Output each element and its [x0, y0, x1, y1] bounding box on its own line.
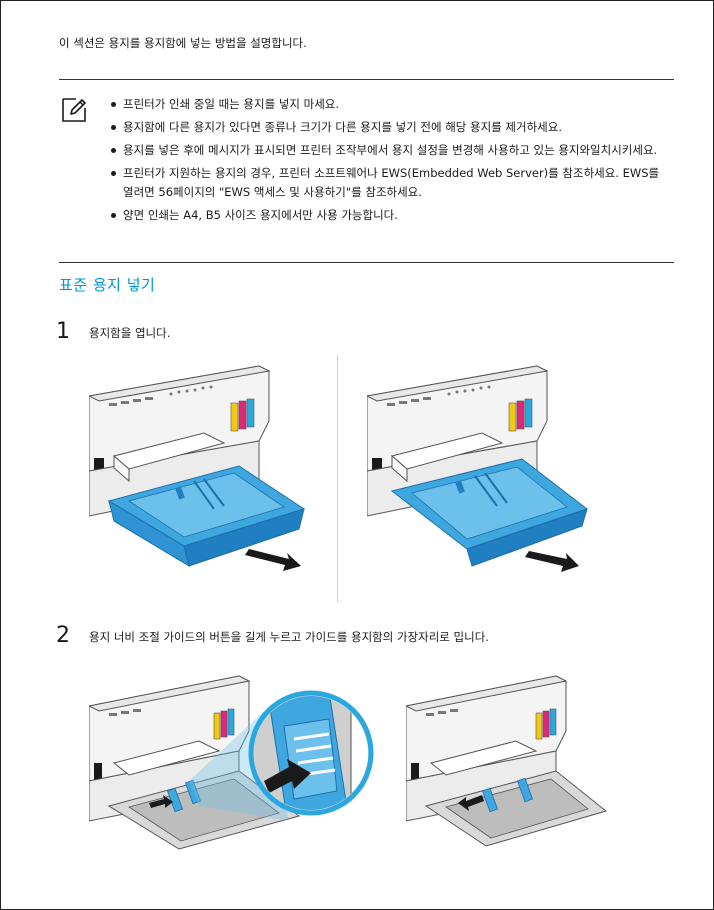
step-1-text: 용지함을 엽니다.: [89, 326, 171, 340]
figure-width-guide-zoom: [89, 675, 374, 850]
step-1-number: 1: [56, 319, 70, 344]
note-top-rule: [59, 79, 674, 80]
intro-text: 이 섹션은 용지를 용지함에 넣는 방법을 설명합니다.: [59, 36, 307, 50]
note-item: 프린터가 지원하는 용지의 경우, 프린터 소프트웨어나 EWS(Embedde…: [111, 164, 671, 202]
figure-width-guide-result: [406, 675, 608, 847]
figure-divider: [337, 355, 338, 602]
note-bottom-rule: [59, 262, 674, 263]
step-2-text: 용지 너비 조절 가이드의 버튼을 길게 누르고 가이드를 용지함의 가장자리로…: [89, 630, 489, 644]
note-list: 프린터가 인쇄 중일 때는 용지를 넣지 마세요. 용지함에 다른 용지가 있다…: [111, 95, 671, 229]
pencil-note-icon: [62, 98, 86, 122]
note-item: 프린터가 인쇄 중일 때는 용지를 넣지 마세요.: [111, 95, 671, 114]
section-title: 표준 용지 넣기: [59, 276, 156, 294]
figure-tray-open-2: [367, 365, 589, 572]
step-2-number: 2: [56, 623, 70, 648]
note-item: 용지함에 다른 용지가 있다면 종류나 크기가 다른 용지를 넣기 전에 해당 …: [111, 118, 671, 137]
note-item: 양면 인쇄는 A4, B5 사이즈 용지에서만 사용 가능합니다.: [111, 206, 671, 225]
note-item: 용지를 넣은 후에 메시지가 표시되면 프린터 조작부에서 용지 설정을 변경해…: [111, 141, 671, 160]
figure-tray-open-1: [89, 365, 306, 571]
